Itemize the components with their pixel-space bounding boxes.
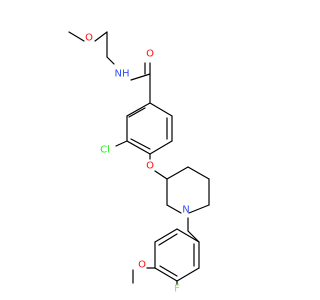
fluorine-label: F — [174, 284, 180, 295]
bond — [130, 73, 151, 81]
bond — [187, 166, 210, 180]
bond — [115, 140, 128, 147]
amide-nh-label: NH — [115, 69, 130, 80]
bond — [154, 267, 178, 282]
bond — [126, 140, 151, 155]
molecule-structure: O NH O Cl O N O F — [68, 31, 210, 295]
bond — [166, 166, 189, 180]
piperidine-nitrogen-label: N — [182, 205, 189, 216]
bond — [154, 228, 178, 243]
bond — [158, 233, 178, 246]
bond — [94, 31, 108, 42]
bond — [176, 228, 200, 243]
bond — [149, 102, 173, 117]
bond — [159, 265, 178, 277]
bonds — [68, 31, 210, 285]
bond — [166, 204, 182, 214]
bond — [188, 204, 210, 214]
chlorine-label: Cl — [100, 145, 110, 156]
bond — [68, 31, 85, 42]
bond — [154, 170, 168, 180]
bond — [126, 102, 151, 117]
bond — [130, 138, 151, 150]
carbonyl-oxygen-label: O — [146, 49, 154, 60]
bond — [149, 140, 173, 155]
bond — [187, 230, 200, 243]
aryl-methoxy-oxygen-label: O — [138, 260, 146, 271]
methoxy-oxygen-label: O — [85, 33, 93, 44]
molecule-canvas: O NH O Cl O N O F — [68, 31, 210, 295]
bond — [128, 107, 146, 118]
bond — [176, 267, 200, 282]
ether-oxygen-label: O — [146, 161, 154, 172]
atom-labels: O NH O Cl O N O F — [85, 33, 190, 295]
bond — [106, 56, 115, 65]
